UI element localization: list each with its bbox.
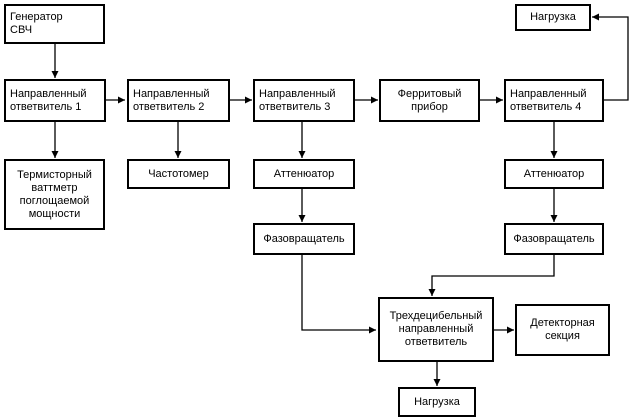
block-generator: Генератор СВЧ [4,4,105,44]
block-phase-shifter-4: Фазовращатель [504,223,604,255]
block-three-db-coupler: Трехдецибельный направленный ответвитель [378,297,494,362]
block-coupler-3: Направленный ответвитель 3 [253,79,355,122]
block-load-bottom: Нагрузка [398,387,476,417]
arrow-phase4-to-three-db [428,255,555,296]
block-ferrite-device: Ферритовый прибор [379,79,480,122]
block-phase-shifter-3: Фазовращатель [253,223,355,255]
block-thermistor-wattmeter: Термисторный ваттметр поглощаемой мощнос… [4,159,105,230]
block-load-top: Нагрузка [515,4,591,31]
block-frequency-meter: Частотомер [127,159,230,189]
block-attenuator-3: Аттенюатор [253,159,355,189]
block-detector-section: Детекторная секция [515,304,610,356]
block-attenuator-4: Аттенюатор [504,159,604,189]
block-coupler-2: Направленный ответвитель 2 [127,79,230,122]
arrow-phase3-to-three-db [301,255,376,334]
arrow-coupler4-to-load-top [592,13,629,101]
block-coupler-1: Направленный ответвитель 1 [4,79,106,122]
block-coupler-4: Направленный ответвитель 4 [504,79,604,122]
